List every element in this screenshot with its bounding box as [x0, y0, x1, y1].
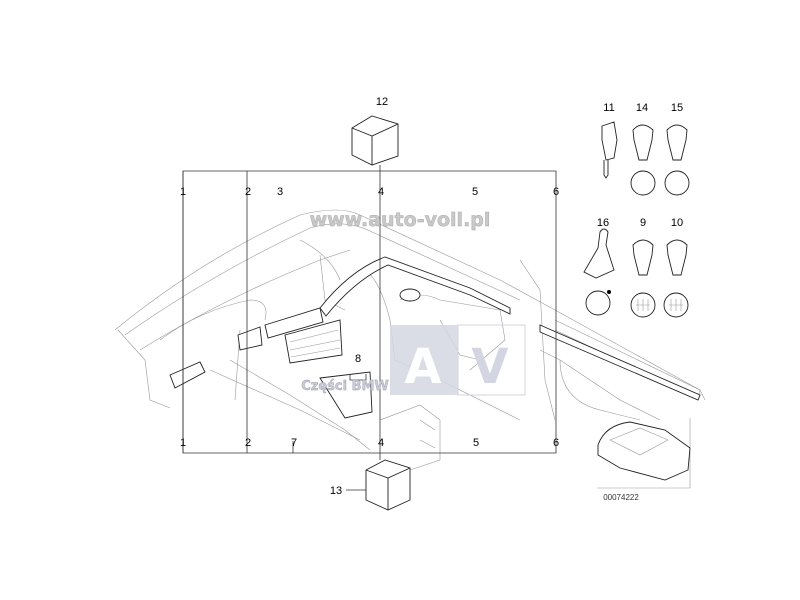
logo-letter-v: V: [471, 339, 508, 395]
av-logo-block: [390, 325, 458, 395]
label-13: 13: [330, 485, 342, 497]
label-16: 16: [597, 217, 609, 229]
reference-frame: [182, 165, 557, 460]
label-2-bottom: 2: [245, 437, 251, 449]
label-6-bottom: 6: [553, 437, 559, 449]
box-12: 12: [351, 96, 399, 166]
label-8: 8: [355, 353, 361, 365]
gear-knob-14: [632, 124, 654, 161]
gear-knob-10: [666, 239, 688, 276]
trim-part-2: [237, 326, 263, 351]
car-thumbnail: 00074222: [597, 418, 691, 502]
watermark: www.auto-voll.pl A V Części BMW: [301, 209, 526, 396]
trim-part-3: [264, 307, 324, 339]
speaker-grille: [399, 288, 421, 302]
label-11: 11: [603, 102, 614, 114]
watermark-subtitle: Części BMW: [301, 379, 389, 394]
bottom-labels: 1 2 7 4 5 6: [180, 437, 559, 449]
gear-knobs: 11 14 15 16 9 10: [583, 102, 690, 318]
label-15: 15: [671, 102, 683, 114]
label-10: 10: [671, 217, 683, 229]
logo-letter-a: A: [404, 339, 441, 395]
top-labels: 1 2 3 4 5 6: [180, 186, 559, 198]
label-3-top: 3: [277, 186, 283, 198]
trim-part-7: [284, 319, 343, 364]
label-7-bottom: 7: [291, 437, 297, 449]
box-13: 13: [330, 459, 411, 511]
gear-knob-9: [632, 239, 654, 276]
label-5-top: 5: [472, 186, 478, 198]
label-2-top: 2: [245, 186, 251, 198]
label-14: 14: [636, 102, 648, 114]
trim-part-4: [319, 256, 511, 317]
label-4-bottom: 4: [378, 437, 384, 449]
trim-part-1: [169, 361, 206, 389]
trim-part-8: [319, 371, 373, 419]
trim-parts: [169, 256, 701, 419]
label-9: 9: [640, 217, 646, 229]
label-12: 12: [376, 96, 388, 108]
trim-part-6: [539, 324, 701, 401]
label-1-bottom: 1: [180, 437, 186, 449]
gear-boot-16: [583, 228, 615, 279]
part-number: 00074222: [603, 493, 639, 502]
gear-knob-15: [666, 124, 688, 161]
label-6-top: 6: [553, 186, 559, 198]
label-5-bottom: 5: [473, 437, 479, 449]
label-4-top: 4: [378, 186, 384, 198]
watermark-url: www.auto-voll.pl: [310, 209, 491, 231]
label-1-top: 1: [180, 186, 186, 198]
